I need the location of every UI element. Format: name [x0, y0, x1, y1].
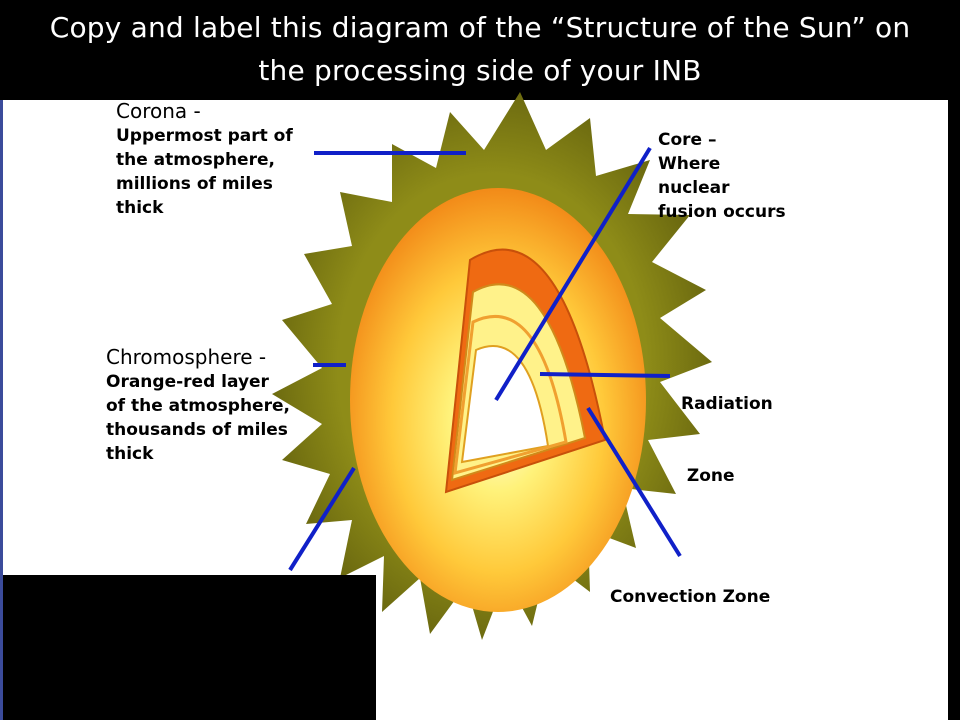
radiation-pointer-line — [539, 372, 671, 378]
core-desc-3: nuclear — [658, 178, 730, 198]
corona-desc-4: thick — [116, 198, 164, 218]
convection-pointer-line — [586, 406, 682, 558]
chromosphere-label: Chromosphere - Orange-red layer of the a… — [106, 344, 290, 466]
chromosphere-desc-3: thousands of miles — [106, 420, 288, 440]
chromosphere-desc-1: Orange-red layer — [106, 372, 269, 392]
photosphere-desc-3: see — [116, 635, 150, 655]
core-label: Core – Where nuclear fusion occurs — [658, 128, 786, 224]
photosphere-desc-1: Photosphere - — [116, 587, 251, 607]
right-edge-bar — [948, 100, 960, 720]
corona-label: Corona - Uppermost part of the atmospher… — [116, 98, 293, 220]
chromosphere-desc-4: thick — [106, 444, 154, 464]
radiation-desc-2: Zone — [681, 466, 735, 486]
corona-desc-3: millions of miles — [116, 174, 273, 194]
photosphere-desc-2: Part of atmosphere we — [116, 611, 335, 631]
core-desc-4: fusion occurs — [658, 202, 786, 222]
corona-desc-2: the atmosphere, — [116, 150, 275, 170]
core-desc-1: Core – — [658, 130, 717, 150]
core-pointer-line — [494, 146, 652, 402]
radiation-desc-1: Radiation — [681, 394, 773, 414]
corona-desc-1: Uppermost part of — [116, 126, 293, 146]
core-desc-2: Where — [658, 154, 721, 174]
chromosphere-title: Chromosphere - — [106, 345, 267, 369]
convection-desc-1: Convection Zone — [610, 587, 771, 607]
slide-header: Copy and label this diagram of the “Stru… — [0, 0, 960, 100]
convection-zone-label: Convection Zone — [610, 585, 770, 609]
photosphere-label: Photosphere - Part of atmosphere we see — [116, 585, 335, 657]
corona-title: Corona - — [116, 99, 201, 123]
photosphere-pointer-line — [288, 466, 356, 572]
header-line-2: the processing side of your INB — [258, 54, 702, 87]
left-edge-bar — [0, 100, 3, 720]
chromosphere-desc-2: of the atmosphere, — [106, 396, 290, 416]
inner-rim — [453, 315, 568, 476]
radiation-zone-label: Radiation Zone — [681, 344, 773, 512]
header-line-1: Copy and label this diagram of the “Stru… — [49, 11, 911, 44]
lower-left-block — [3, 575, 376, 720]
